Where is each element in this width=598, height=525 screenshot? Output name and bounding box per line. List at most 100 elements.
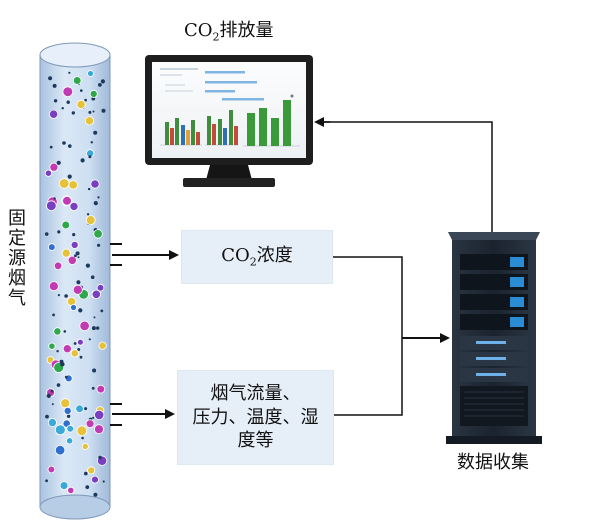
gas-particle bbox=[48, 109, 59, 119]
gas-particle bbox=[100, 79, 105, 84]
gas-particle bbox=[72, 233, 76, 237]
gas-particle bbox=[44, 232, 49, 236]
gas-particle bbox=[86, 213, 90, 216]
gas-particle bbox=[70, 240, 79, 249]
gas-particle bbox=[61, 220, 71, 230]
gas-particle bbox=[72, 284, 83, 295]
gas-particle bbox=[88, 338, 91, 341]
gas-particle bbox=[93, 130, 98, 135]
gas-particle bbox=[80, 89, 83, 92]
gas-particle bbox=[59, 359, 64, 364]
gas-particle bbox=[63, 406, 72, 415]
gas-particle bbox=[53, 327, 62, 336]
gas-particle bbox=[92, 110, 95, 113]
gas-particle bbox=[63, 330, 67, 333]
gas-particle bbox=[66, 437, 74, 445]
gas-particle bbox=[54, 424, 66, 436]
gas-particle bbox=[80, 158, 85, 163]
flow-box-line-1: 烟气流量、 bbox=[210, 383, 301, 405]
gas-particle bbox=[54, 445, 66, 456]
gas-particle bbox=[91, 289, 101, 299]
gas-particle bbox=[44, 169, 53, 177]
gas-particle bbox=[67, 174, 72, 179]
gas-particle bbox=[94, 409, 105, 420]
gas-particle bbox=[98, 83, 102, 87]
gas-particle bbox=[98, 341, 107, 350]
gas-particle bbox=[74, 254, 77, 258]
gas-particle bbox=[78, 308, 83, 313]
gas-particle bbox=[75, 251, 80, 256]
monitor bbox=[145, 55, 313, 187]
gas-particle bbox=[91, 326, 96, 331]
flow-box-line-2: 压力、温度、湿 bbox=[192, 406, 319, 428]
gas-particle bbox=[68, 144, 72, 148]
gas-particle bbox=[76, 99, 86, 110]
gas-particle bbox=[93, 316, 96, 319]
gas-particle bbox=[69, 201, 79, 211]
gas-particle bbox=[62, 86, 74, 97]
gas-particle bbox=[102, 480, 105, 483]
gas-particle bbox=[45, 479, 48, 483]
gas-particle bbox=[75, 404, 84, 414]
gas-particle bbox=[93, 229, 103, 239]
gas-particle bbox=[70, 349, 79, 358]
gas-particle bbox=[68, 180, 78, 190]
flue-gas-label: 固定源烟气 bbox=[5, 208, 26, 308]
gas-particle bbox=[77, 256, 80, 259]
gas-particle bbox=[66, 424, 74, 433]
gas-particle bbox=[84, 116, 95, 126]
gas-particle bbox=[52, 313, 55, 317]
gas-particle bbox=[48, 342, 56, 350]
gas-particle bbox=[67, 486, 75, 494]
gas-particle bbox=[47, 243, 56, 251]
gas-particle bbox=[88, 110, 92, 114]
gas-particle bbox=[96, 384, 106, 394]
gas-particle bbox=[71, 111, 76, 115]
gas-particle bbox=[64, 294, 68, 298]
gas-particle bbox=[61, 248, 71, 258]
gas-particle bbox=[90, 179, 100, 189]
gas-particle bbox=[76, 280, 81, 285]
flow-box-line-3: 度等 bbox=[237, 430, 274, 452]
gas-particle bbox=[84, 407, 88, 411]
gas-particle bbox=[64, 375, 68, 379]
gas-particle bbox=[85, 419, 95, 429]
gas-particle bbox=[97, 243, 101, 247]
gas-particle bbox=[77, 348, 81, 351]
gas-particle bbox=[79, 320, 90, 332]
gas-particle bbox=[88, 155, 92, 159]
gas-particle bbox=[96, 326, 100, 330]
gas-particle bbox=[96, 283, 105, 292]
sensor-probes bbox=[110, 243, 122, 426]
gas-particle bbox=[81, 436, 84, 440]
gas-particle bbox=[51, 403, 54, 406]
gas-particle bbox=[62, 141, 66, 145]
gas-particle bbox=[56, 383, 61, 387]
gas-particle bbox=[68, 71, 71, 74]
flue-gas-parameters-box: 烟气流量、 压力、温度、湿 度等 bbox=[177, 370, 334, 465]
gas-particle bbox=[81, 442, 89, 450]
gas-particle bbox=[90, 141, 94, 144]
co2-emission-title: CO2排放量 bbox=[184, 20, 274, 44]
gas-particle bbox=[76, 425, 88, 437]
gas-particle bbox=[52, 83, 57, 88]
gas-particle bbox=[61, 107, 64, 110]
gas-particle bbox=[77, 338, 84, 346]
gas-particle bbox=[87, 187, 91, 191]
gas-particle bbox=[94, 424, 104, 435]
gas-particle bbox=[62, 344, 72, 354]
gas-particle bbox=[93, 492, 98, 497]
gas-particle bbox=[47, 465, 56, 474]
gas-particle bbox=[62, 196, 72, 206]
gas-particle bbox=[56, 350, 59, 353]
gas-particle bbox=[57, 230, 61, 234]
connector-lines bbox=[331, 256, 403, 416]
gas-particle bbox=[98, 455, 102, 460]
gas-particle bbox=[73, 342, 77, 345]
gas-particle bbox=[93, 201, 98, 206]
gas-particle bbox=[67, 255, 77, 265]
gas-particle bbox=[85, 485, 90, 489]
gas-particle bbox=[79, 355, 83, 359]
gas-particle bbox=[53, 99, 58, 103]
